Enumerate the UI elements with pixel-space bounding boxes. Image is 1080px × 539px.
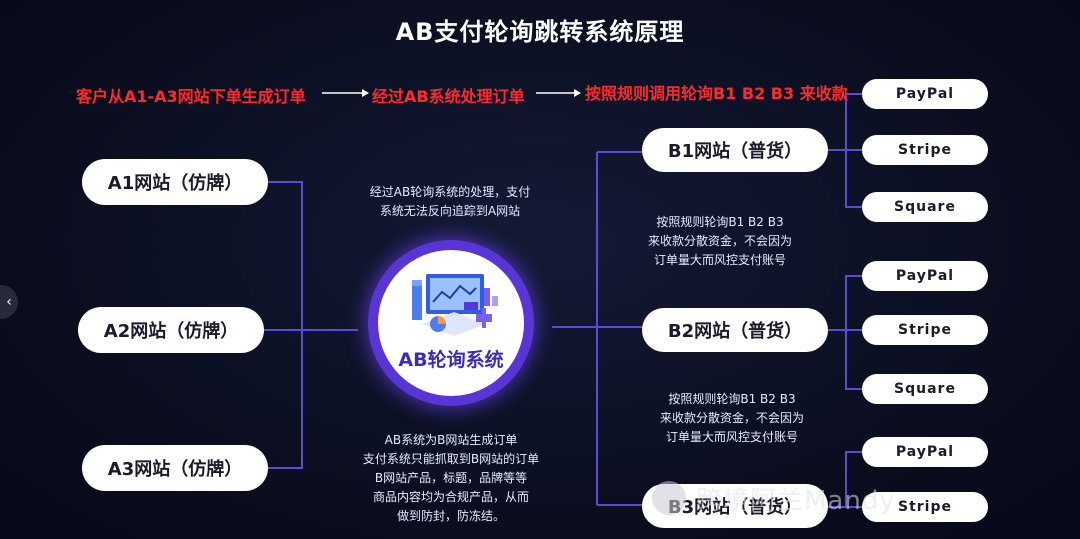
b2-payment-square: Square [862,374,988,404]
note-line: B网站产品，标题，品牌等等 [374,471,528,485]
note-line: 按照规则轮询B1 B2 B3 [656,215,784,229]
b2-site-node: B2网站（普货） [642,308,828,352]
a3-site-node: A3网站（仿牌） [82,445,268,491]
watermark-text: 跨境阿兰Mandy [696,485,896,516]
b1-payment-square: Square [862,192,988,222]
note-no-trace: 经过AB轮询系统的处理，支付 系统无法反向追踪到A网站 [340,183,560,221]
note-line: 商品内容均为合规产品，从而 [372,490,529,504]
chevron-left-icon[interactable]: ‹ [0,285,18,319]
b1-site-node: B1网站（普货） [642,128,828,172]
ab-polling-system-hub: AB轮询系统 [368,240,534,406]
note-compliance: AB系统为B网站生成订单 支付系统只能抓取到B网站的订单 B网站产品，标题，品牌… [340,431,562,526]
note-line: 按照规则轮询B1 B2 B3 [668,392,796,406]
server-dashboard-icon [412,274,498,336]
note-line: 来收款分散资金，不会因为 [647,234,792,248]
b1-payment-stripe: Stripe [862,135,988,165]
note-distribute-funds-1: 按照规则轮询B1 B2 B3 来收款分散资金，不会因为 订单量大而风控支付账号 [610,213,830,270]
flow-step-2: 经过AB系统处理订单 [372,87,525,106]
flow-step-3: 按照规则调用轮询B1 B2 B3 来收款 [585,84,848,103]
note-line: 支付系统只能抓取到B网站的订单 [362,452,540,466]
page-title: AB支付轮询跳转系统原理 [395,18,685,46]
flow-step-1: 客户从A1-A3网站下单生成订单 [76,87,306,106]
hub-label: AB轮询系统 [398,349,504,371]
note-distribute-funds-2: 按照规则轮询B1 B2 B3 来收款分散资金，不会因为 订单量大而风控支付账号 [622,390,842,447]
b2-payment-stripe: Stripe [862,315,988,345]
note-line: 系统无法反向追踪到A网站 [379,204,521,218]
a1-site-node: A1网站（仿牌） [82,159,268,205]
note-line: 来收款分散资金，不会因为 [659,411,804,425]
hub-illustration: AB轮询系统 [378,250,524,396]
wechat-official-account-icon [652,481,686,515]
a2-site-node: A2网站（仿牌） [78,307,264,353]
b3-payment-paypal: PayPal [862,437,988,467]
note-line: 订单量大而风控支付账号 [665,430,798,444]
note-line: AB系统为B网站生成订单 [384,433,518,447]
b2-payment-paypal: PayPal [862,261,988,291]
note-line: 做到防封，防冻结。 [396,509,505,523]
b3-payment-stripe: Stripe [862,492,988,522]
b1-payment-paypal: PayPal [862,79,988,109]
note-line: 经过AB轮询系统的处理，支付 [369,185,531,199]
note-line: 订单量大而风控支付账号 [653,253,786,267]
watermark: 跨境阿兰Mandy [652,478,896,518]
